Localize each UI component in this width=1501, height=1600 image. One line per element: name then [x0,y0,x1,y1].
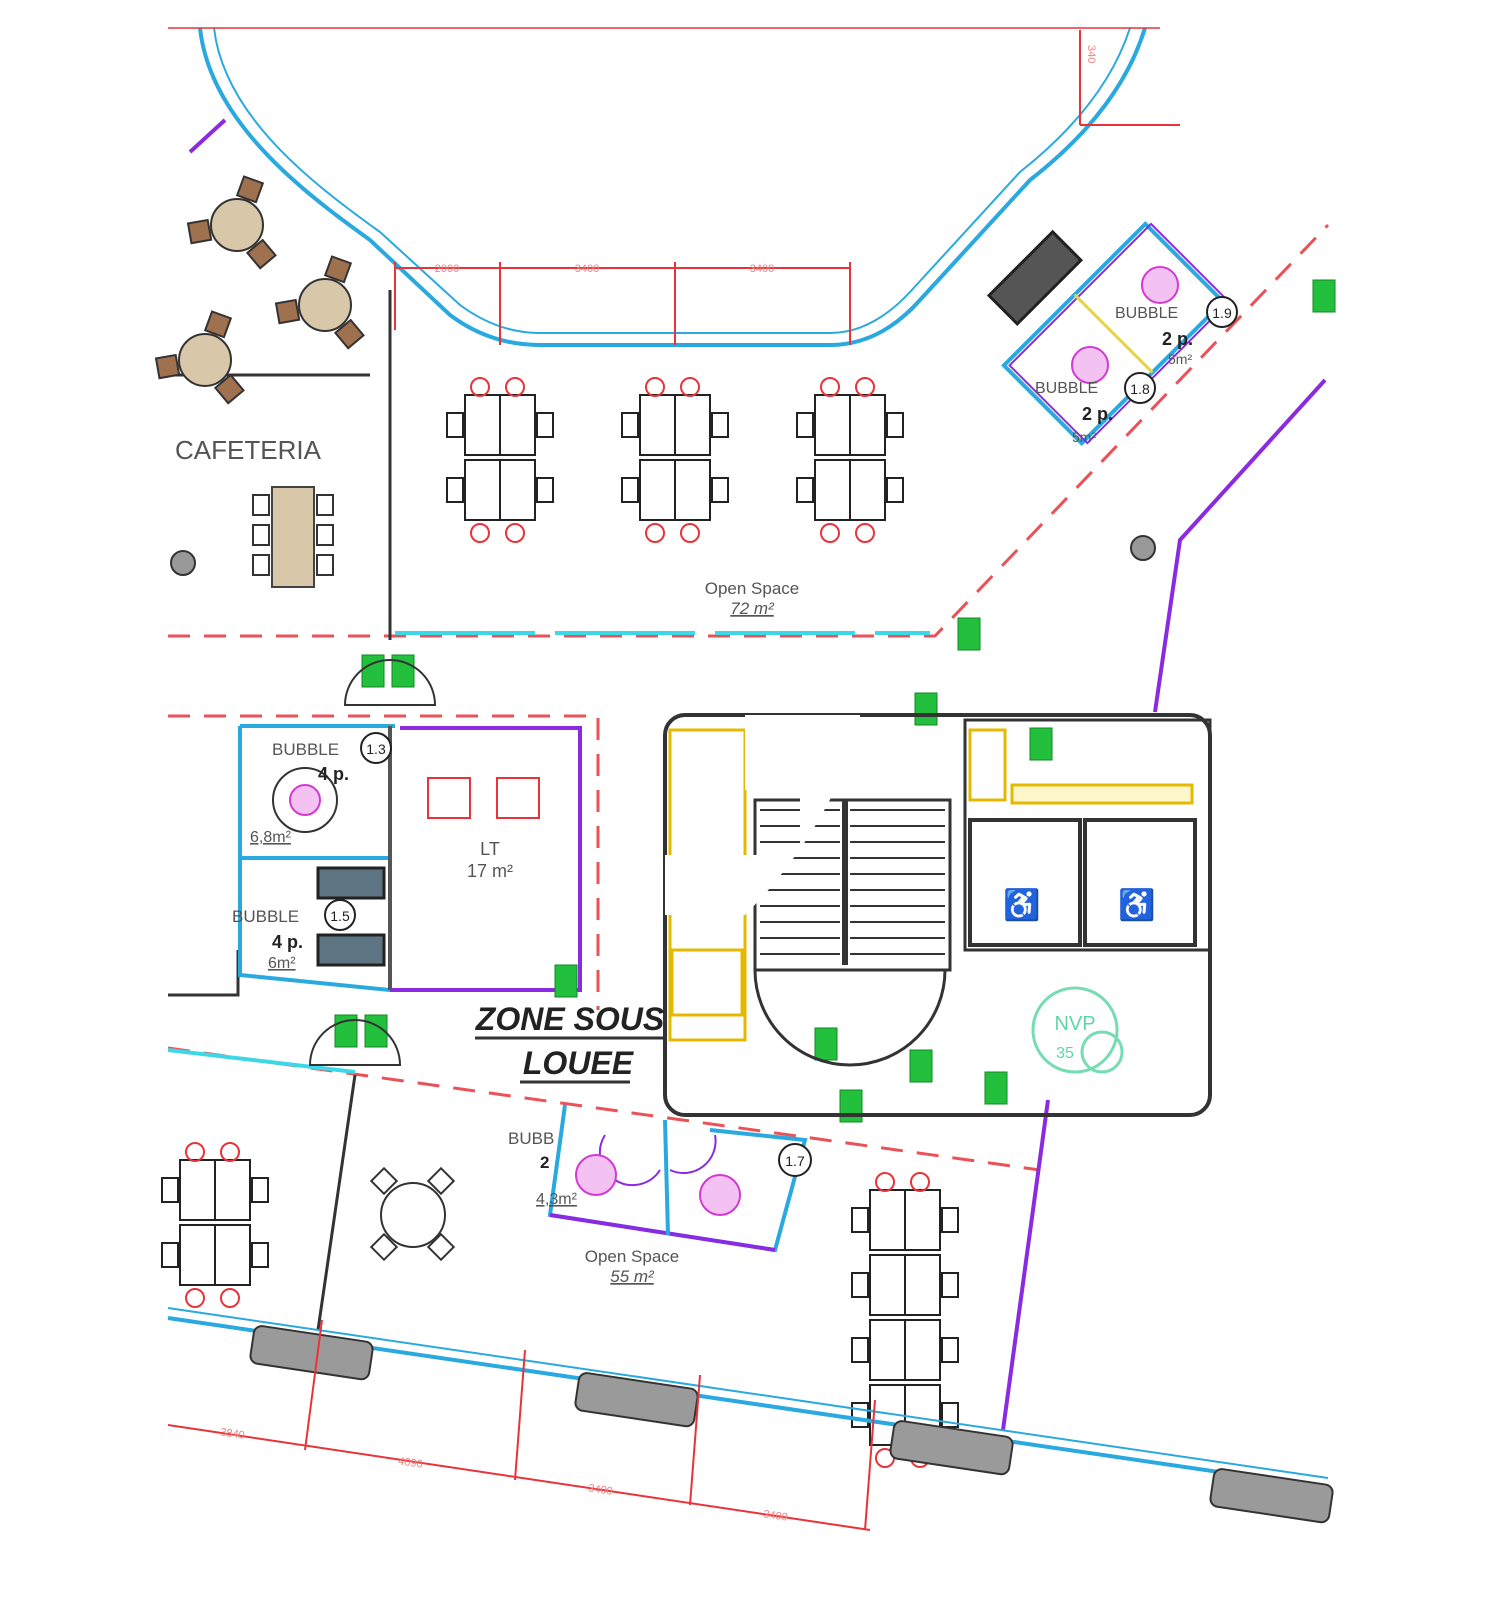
dimension-line-bottom [167,1319,876,1531]
bubble-capacity: 2 [540,1153,549,1172]
bubble-label: BUBBLE [272,740,339,759]
bubble-area: 5m² [1168,351,1192,367]
dimension-label: 3400 [750,263,774,275]
facade-columns [249,1325,1334,1524]
structural-column [574,1372,699,1428]
doors [308,659,437,1066]
exit-sign [554,964,578,998]
cafeteria-table [274,255,365,350]
bubble-id: 1.9 [1212,305,1232,321]
bubble-room-1-3 [238,724,395,992]
cafeteria-table [186,175,277,270]
exit-sign [984,1071,1008,1105]
bubble-pod-bottom [547,1104,808,1253]
exit-sign [1029,727,1053,761]
desk-cluster [161,1142,269,1308]
column [1130,535,1156,561]
bubble-label: BUBB [508,1129,554,1148]
bubble-area: 6m² [268,955,296,972]
storage-cabinet [986,229,1084,326]
bubble-id: 1.5 [330,908,350,924]
accessible-toilet-icon: ♿ [1118,887,1155,922]
bubble-id: 1.8 [1130,381,1150,397]
exit-sign [1312,279,1336,313]
bubble-pod-diagonal [1001,221,1231,446]
desk-cluster [446,377,554,543]
room-label-open-space-top: Open Space [705,579,800,598]
exit-sign [814,1027,838,1061]
bubble-seat [1071,346,1109,384]
desk-cluster [851,1172,959,1468]
bubble-capacity: 4 p. [318,764,349,784]
dimension-label: 340 [1085,45,1097,63]
meeting-table-round [369,1166,456,1262]
dimension-label: 4090 [397,1455,423,1470]
desk-cluster [796,377,904,543]
exit-sign [839,1089,863,1123]
zone-label-line1: ZONE SOUS [475,1001,665,1037]
cafeteria-table [154,310,245,405]
structural-column [889,1420,1014,1476]
room-label-open-space-bottom: Open Space [585,1247,680,1266]
stamp-text: NVP [1054,1013,1095,1035]
dimension-label: 3400 [587,1482,613,1497]
facade-top [198,27,1147,347]
cafeteria-long-table [252,486,334,588]
exit-sign [361,654,385,688]
structural-column [249,1325,374,1381]
bubble-label: BUBBLE [1115,305,1178,322]
bubble-area: 4,3m² [536,1191,578,1208]
logo-watermark [665,715,860,915]
dimension-label: 3400 [762,1508,788,1523]
bubble-area: 6,8m² [250,829,292,846]
bubble-id-badge [1124,372,1156,404]
bubble-id-badge [1206,296,1238,328]
bubble-seat [1141,266,1179,304]
bubble-capacity: 2 p. [1082,404,1113,424]
stamp-text: 35 [1056,1045,1074,1062]
bubble-id: 1.3 [366,741,386,757]
room-area-open-space-bottom: 55 m² [610,1267,655,1286]
column [170,550,196,576]
exit-sign [957,617,981,651]
room-area-lt: 17 m² [467,861,513,881]
room-label-cafeteria: CAFETERIA [175,435,322,465]
dimension-label: 2000 [435,263,459,275]
exit-sign [909,1049,933,1083]
room-area-open-space-top: 72 m² [730,599,775,618]
exit-sign [914,692,938,726]
glass-partition [167,1048,356,1074]
desk-cluster [621,377,729,543]
nvp-stamp [1031,986,1124,1074]
bubble-id-badge [360,732,392,764]
zone-label-line2: LOUEE [523,1045,635,1081]
bubble-capacity: 4 p. [272,932,303,952]
dimension-label: 3400 [575,263,599,275]
bubble-id: 1.7 [785,1153,805,1169]
dimension-line-top [394,262,851,345]
desk-clusters [161,377,959,1468]
room-label-lt: LT [480,839,500,859]
bubble-label: BUBBLE [1035,380,1098,397]
bubble-id-badge [778,1143,812,1177]
dimension-line-vertical [1079,30,1180,126]
bubble-id-badge [324,899,356,931]
purple-partitions [188,118,1327,1431]
cafeteria-tables [154,175,365,405]
structural-column [1209,1468,1334,1524]
dimension-label: 3840 [219,1426,245,1441]
bubble-label: BUBBLE [232,907,299,926]
bubble-capacity: 2 p. [1162,329,1193,349]
accessible-toilet-icon: ♿ [1003,887,1040,922]
bubble-area: 5m² [1072,429,1096,445]
lt-room-equipment [427,777,540,819]
